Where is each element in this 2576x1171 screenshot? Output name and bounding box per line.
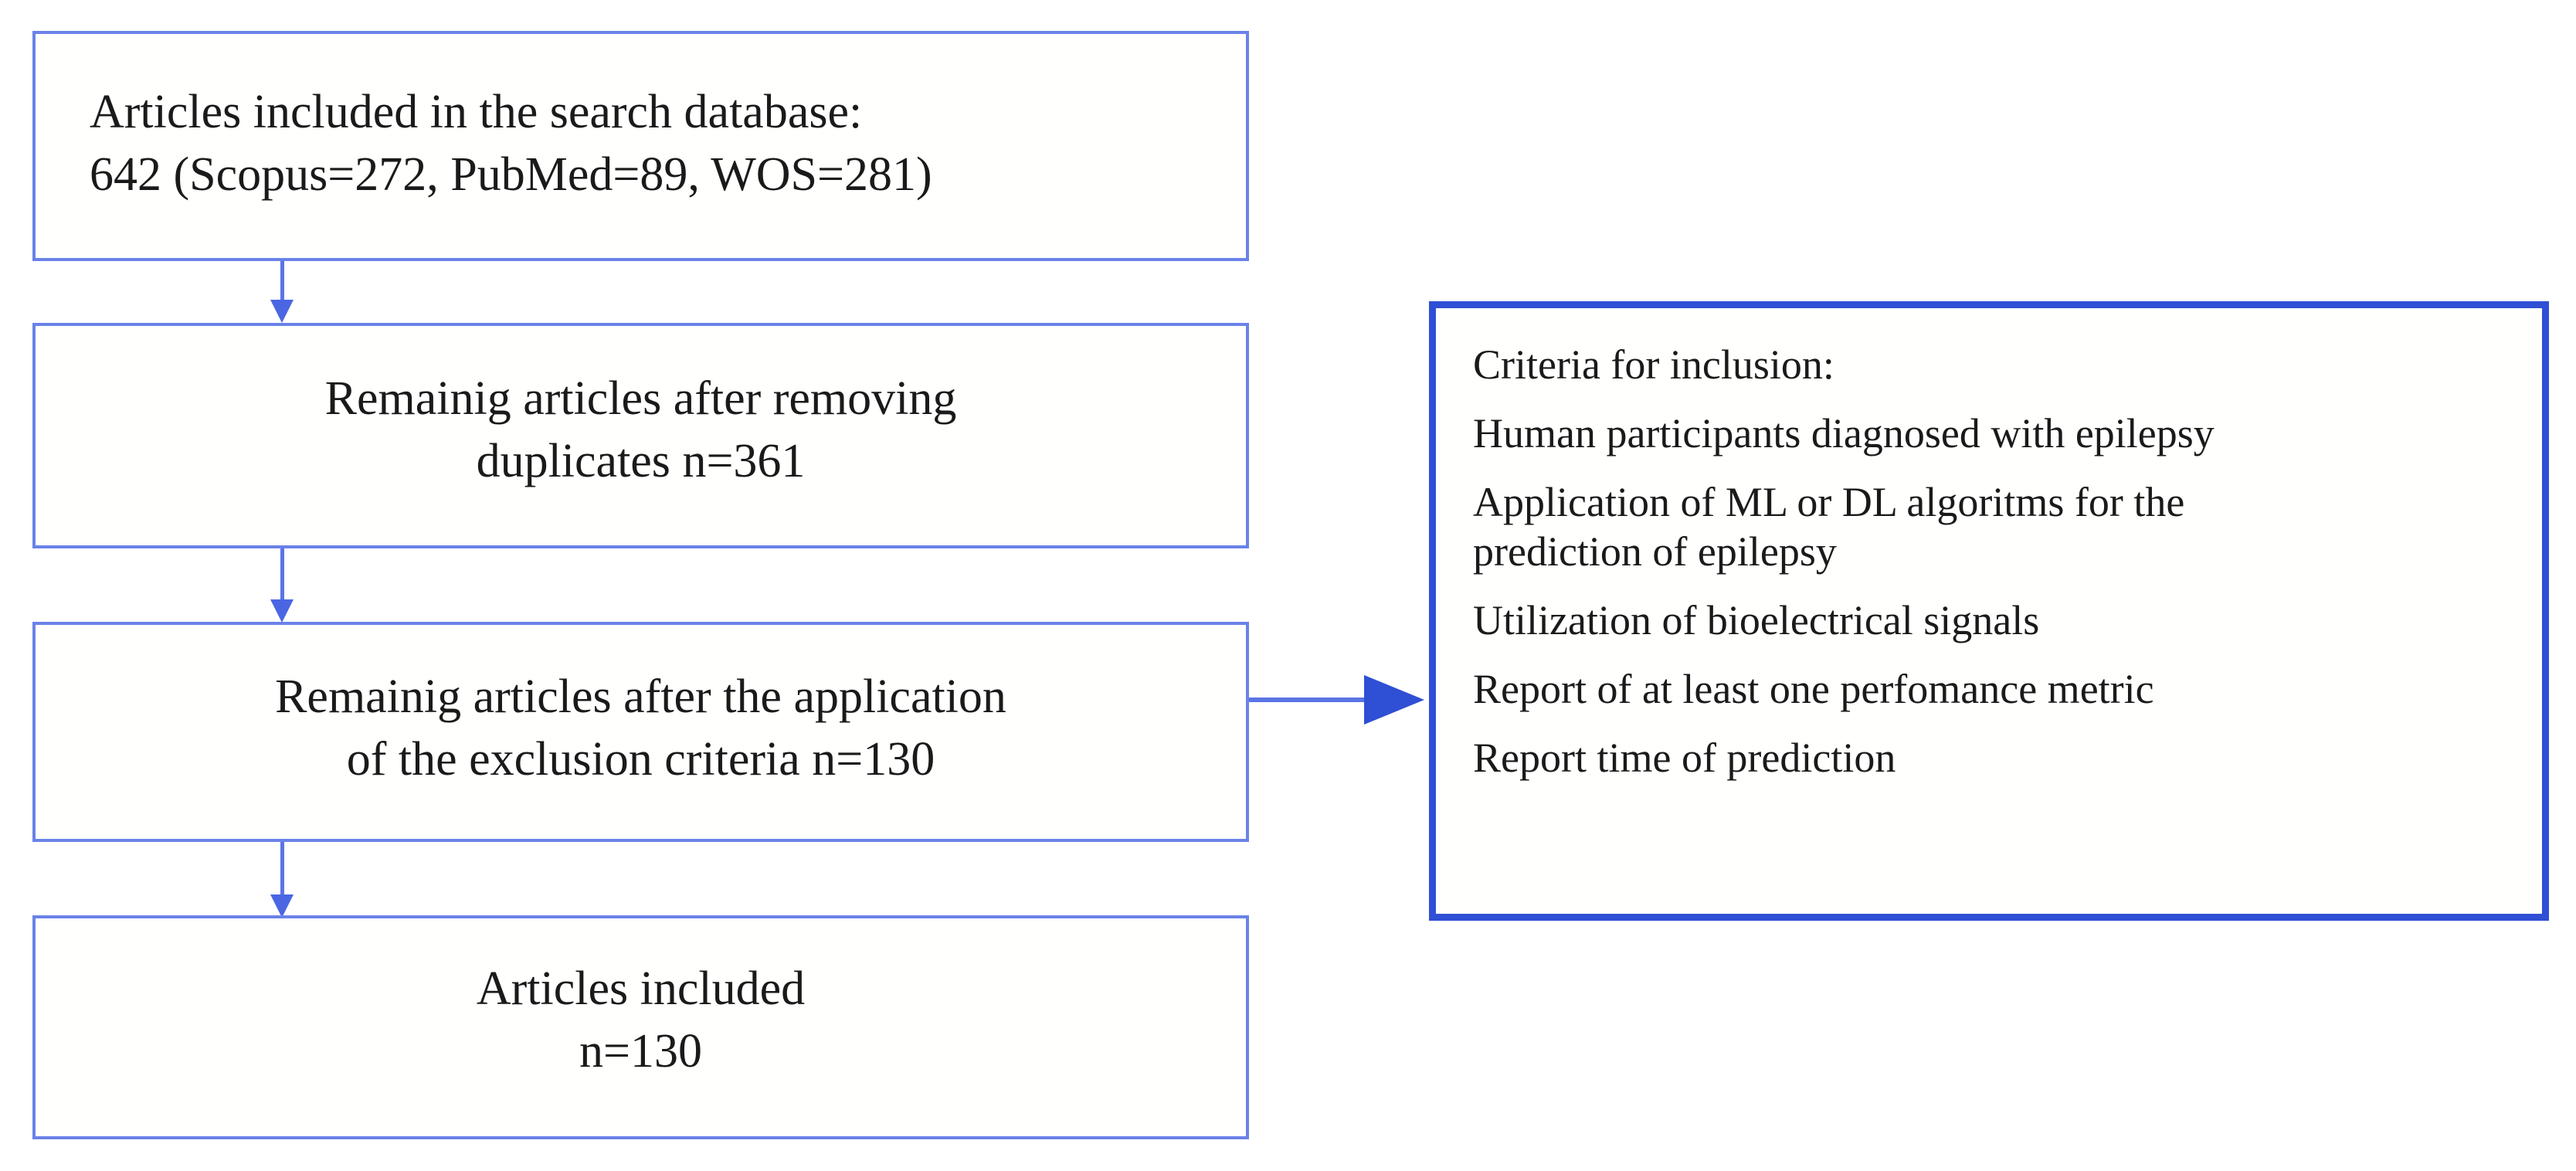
flow-box-text: Articles included n=130 [477, 958, 805, 1082]
flow-box-line: n=130 [579, 1025, 702, 1078]
flow-box-articles-included-search-database: Articles included in the search database… [32, 31, 1249, 261]
criteria-item: Application of ML or DL algoritms for th… [1473, 479, 2185, 575]
criteria-item: Utilization of bioelectrical signals [1473, 596, 2040, 643]
connector-box1-to-box2 [280, 261, 284, 301]
criteria-for-inclusion-panel: Criteria for inclusion: Human participan… [1429, 301, 2549, 921]
flow-box-remaining-after-duplicates: Remainig articles after removing duplica… [32, 323, 1249, 548]
arrowhead-down-icon [270, 894, 294, 918]
connector-box2-to-box3 [280, 548, 284, 601]
flow-box-remaining-after-exclusion-criteria: Remainig articles after the application … [32, 622, 1249, 842]
connector-box3-to-box4 [280, 842, 284, 896]
flow-box-text: Remainig articles after the application … [275, 666, 1006, 790]
flow-box-line: Articles included [476, 962, 806, 1016]
flow-box-line: duplicates n=361 [476, 435, 806, 487]
criteria-heading: Criteria for inclusion: [1473, 341, 1834, 388]
flow-box-line: 642 (Scopus=272, PubMed=89, WOS=281) [90, 148, 932, 201]
flow-box-articles-included-final: Articles included n=130 [32, 915, 1249, 1139]
flow-box-line: of the exclusion criteria n=130 [346, 732, 935, 786]
flow-box-text: Remainig articles after removing duplica… [325, 368, 957, 492]
criteria-item: Human participants diagnosed with epilep… [1473, 410, 2215, 457]
criteria-item: Report of at least one perfomance metric [1473, 665, 2154, 712]
connector-box3-to-criteria [1249, 698, 1384, 702]
arrowhead-right-icon [1364, 675, 1424, 725]
arrowhead-down-icon [270, 300, 294, 323]
flow-box-line: Remainig articles after the application [275, 670, 1006, 723]
criteria-item: Report time of prediction [1473, 735, 1896, 782]
flow-box-line: Remainig articles after removing [324, 372, 957, 426]
flow-box-text: Articles included in the search database… [90, 81, 932, 205]
flow-box-line: Articles included in the search database… [90, 86, 863, 139]
arrowhead-down-icon [270, 599, 294, 623]
